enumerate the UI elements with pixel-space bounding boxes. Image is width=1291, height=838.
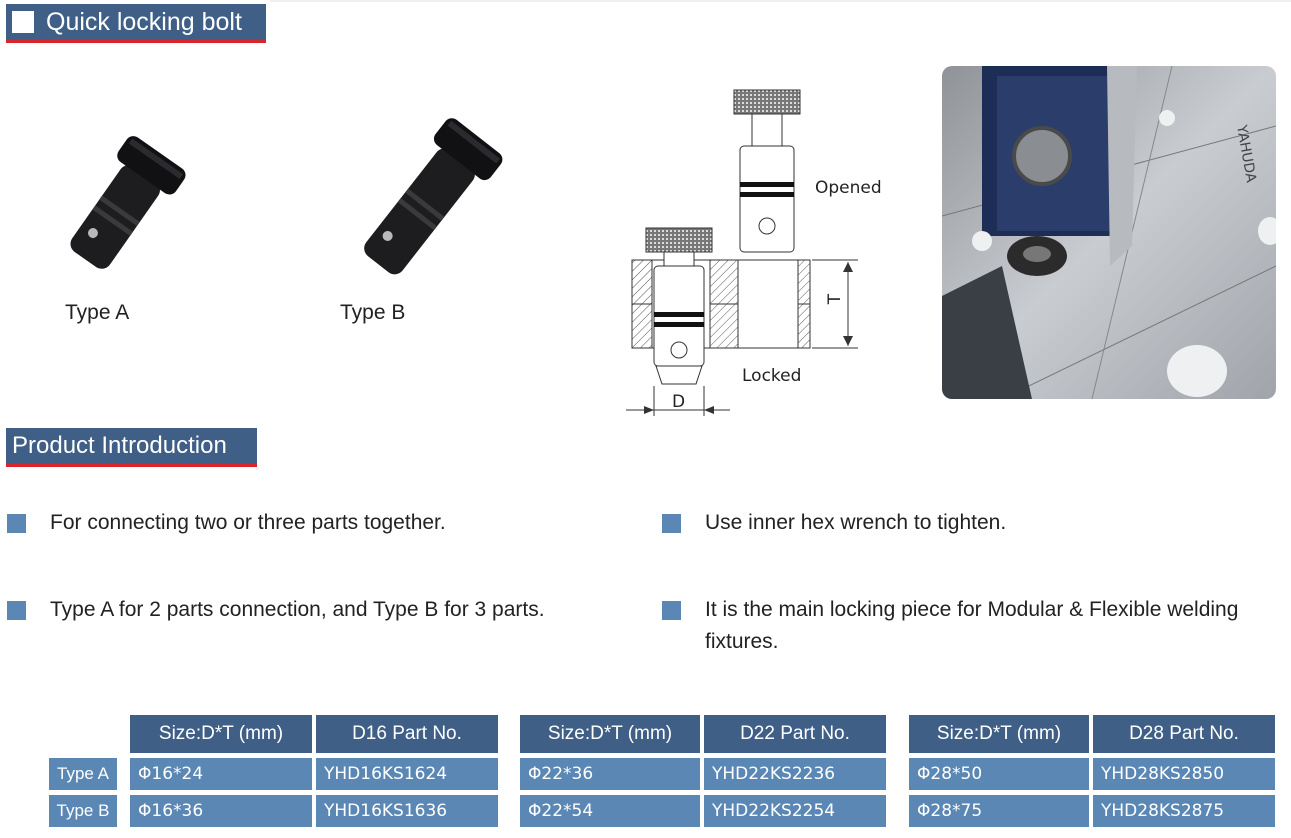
bullet-square-icon [662, 601, 681, 620]
welding-table-photo: YAHUDA [942, 66, 1276, 399]
section-header-product-introduction: Product Introduction [6, 428, 257, 467]
table-cell-size: Φ22*54 [520, 795, 700, 827]
bullet-item: It is the main locking piece for Modular… [662, 594, 1262, 658]
bolt-type-a-image [70, 136, 186, 269]
table-header-part: D28 Part No. [1093, 715, 1275, 753]
type-b-label: Type B [340, 301, 406, 324]
diagram-dimension-t: T [825, 293, 846, 305]
table-header-size: Size:D*T (mm) [130, 715, 312, 753]
bullet-item: Type A for 2 parts connection, and Type … [7, 594, 545, 626]
table-cell-part: YHD16KS1624 [316, 758, 498, 790]
bullet-square-icon [7, 601, 26, 620]
square-icon [12, 11, 34, 33]
table-header-size: Size:D*T (mm) [909, 715, 1089, 753]
bullet-item: Use inner hex wrench to tighten. [662, 507, 1006, 539]
type-a-label: Type A [65, 301, 130, 324]
table-header-size: Size:D*T (mm) [520, 715, 700, 753]
header-rule [270, 0, 1291, 2]
bullet-square-icon [662, 514, 681, 533]
diagram-label-locked: Locked [742, 366, 802, 386]
section-header-quick-locking-bolt: Quick locking bolt [6, 4, 266, 43]
table-header-part: D16 Part No. [316, 715, 498, 753]
section-title: Product Introduction [12, 432, 227, 459]
table-cell-size: Φ28*75 [909, 795, 1089, 827]
table-cell-part: YHD22KS2254 [704, 795, 886, 827]
table-cell-part: YHD28KS2875 [1093, 795, 1275, 827]
table-cell-part: YHD22KS2236 [704, 758, 886, 790]
title-underline [6, 464, 257, 467]
bolt-type-b-image [364, 118, 503, 275]
row-label-type-b: Type B [49, 795, 117, 827]
title-underline [6, 40, 266, 43]
table-cell-size: Φ16*36 [130, 795, 312, 827]
bullet-square-icon [7, 514, 26, 533]
diagram-label-opened: Opened [815, 178, 882, 198]
table-header-part: D22 Part No. [704, 715, 886, 753]
diagram-dimension-d: D [672, 392, 686, 412]
table-cell-size: Φ16*24 [130, 758, 312, 790]
table-cell-size: Φ22*36 [520, 758, 700, 790]
bullet-item: For connecting two or three parts togeth… [7, 507, 446, 539]
table-cell-part: YHD16KS1636 [316, 795, 498, 827]
table-cell-size: Φ28*50 [909, 758, 1089, 790]
table-cell-part: YHD28KS2850 [1093, 758, 1275, 790]
row-label-type-a: Type A [49, 758, 117, 790]
bolt-cross-section-diagram [626, 89, 858, 416]
section-title: Quick locking bolt [46, 7, 242, 36]
